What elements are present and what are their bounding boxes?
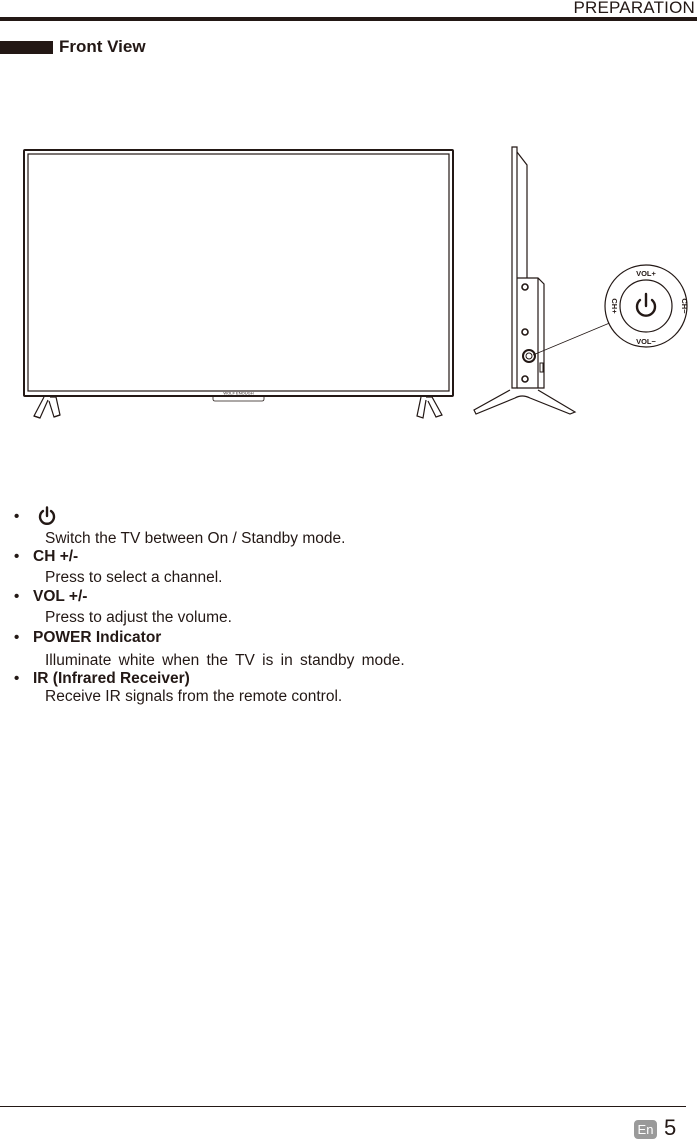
power-icon bbox=[635, 292, 657, 317]
item-description: Switch the TV between On / Standby mode. bbox=[45, 530, 346, 547]
right-stand-leg bbox=[416, 396, 443, 419]
svg-text:WOLF ENOUGH: WOLF ENOUGH bbox=[223, 391, 253, 396]
tv-front: WOLF ENOUGH bbox=[23, 149, 454, 419]
bullet: • bbox=[14, 588, 20, 605]
page-number: 5 bbox=[664, 1115, 677, 1140]
item-title: VOL +/- bbox=[33, 588, 88, 605]
power-icon bbox=[38, 506, 56, 525]
ch-minus-label: CH− bbox=[680, 298, 689, 314]
control-dial: VOL+ VOL− CH+ CH− bbox=[604, 264, 689, 348]
footer-divider bbox=[0, 1106, 686, 1107]
item-title: CH +/- bbox=[33, 548, 79, 565]
vol-plus-label: VOL+ bbox=[636, 269, 656, 278]
bullet: • bbox=[14, 508, 20, 525]
bullet: • bbox=[14, 670, 20, 687]
item-description: Press to select a channel. bbox=[45, 569, 223, 586]
item-description: Press to adjust the volume. bbox=[45, 609, 232, 626]
language-badge: En bbox=[634, 1120, 657, 1139]
vol-minus-label: VOL− bbox=[636, 337, 656, 346]
left-stand-leg bbox=[33, 396, 61, 419]
ch-plus-label: CH+ bbox=[610, 298, 619, 314]
bullet: • bbox=[14, 629, 20, 646]
bullet: • bbox=[14, 548, 20, 565]
tv-side bbox=[473, 146, 577, 415]
item-description: Receive IR signals from the remote contr… bbox=[45, 688, 343, 705]
item-description: Illuminate white when the TV is in stand… bbox=[45, 652, 405, 669]
section-marker-bar bbox=[0, 41, 53, 54]
chapter-label: PREPARATION bbox=[573, 0, 695, 17]
header-divider bbox=[0, 17, 697, 21]
tv-front-view-illustration: WOLF ENOUGH bbox=[23, 146, 689, 419]
item-title: POWER Indicator bbox=[33, 629, 162, 646]
section-title: Front View bbox=[59, 37, 146, 56]
item-title: IR (Infrared Receiver) bbox=[33, 670, 190, 687]
callout-leader-line bbox=[532, 321, 613, 356]
